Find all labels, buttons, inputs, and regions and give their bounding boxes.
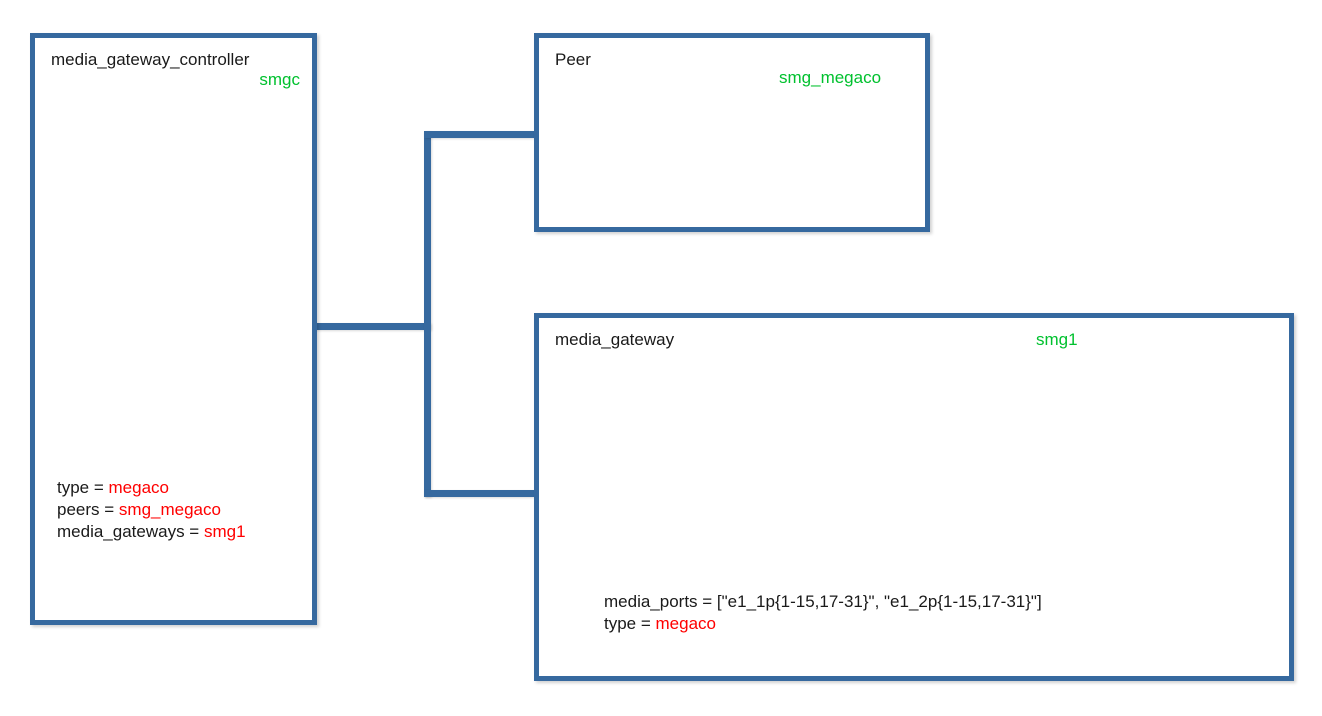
attr-value-type: megaco [108, 478, 169, 497]
node-header-media-gateway: media_gateway [539, 318, 1289, 350]
node-attributes-controller: type = megaco peers = smg_megaco media_g… [57, 477, 246, 543]
node-instance-media-gateway: smg1 [1036, 330, 1078, 349]
attr-value-media-gateways: smg1 [203, 522, 246, 541]
edge-controller-stub [313, 323, 431, 330]
node-attributes-media-gateway: media_ports = ["e1_1p{1-15,17-31}", "e1_… [604, 591, 1042, 635]
attr-key-media-ports: media_ports = ["e1_1p{1-15,17-31}", "e1_… [604, 592, 1042, 611]
attr-key-media-gateways: media_gateways = [57, 522, 204, 541]
attr-value-type-mg: megaco [655, 614, 716, 633]
node-media-gateway-controller[interactable]: media_gateway_controller smgc type = meg… [30, 33, 317, 625]
node-instance-controller: smgc [259, 70, 300, 89]
attr-key-type-mg: type = [604, 614, 656, 633]
attr-row-media-gateways: media_gateways = smg1 [57, 521, 246, 543]
node-instance-peer: smg_megaco [779, 68, 882, 87]
attr-row-type: type = megaco [57, 477, 246, 499]
attr-row-media-ports: media_ports = ["e1_1p{1-15,17-31}", "e1_… [604, 591, 1042, 613]
attr-key-peers: peers = [57, 500, 119, 519]
node-header-controller: media_gateway_controller [35, 38, 312, 70]
attr-value-peers: smg_megaco [118, 500, 221, 519]
edge-trunk-vertical [424, 131, 431, 497]
node-header-peer: Peer [539, 38, 925, 70]
attr-row-peers: peers = smg_megaco [57, 499, 246, 521]
edge-branch-media-gateway [424, 490, 537, 497]
node-media-gateway[interactable]: media_gateway smg1 media_ports = ["e1_1p… [534, 313, 1294, 681]
attr-row-type-mg: type = megaco [604, 613, 1042, 635]
node-peer[interactable]: Peer smg_megaco [534, 33, 930, 232]
edge-branch-peer [424, 131, 537, 138]
node-title-controller: media_gateway_controller [51, 50, 250, 69]
node-title-peer: Peer [555, 50, 591, 69]
node-title-media-gateway: media_gateway [555, 330, 675, 349]
attr-key-type: type = [57, 478, 109, 497]
